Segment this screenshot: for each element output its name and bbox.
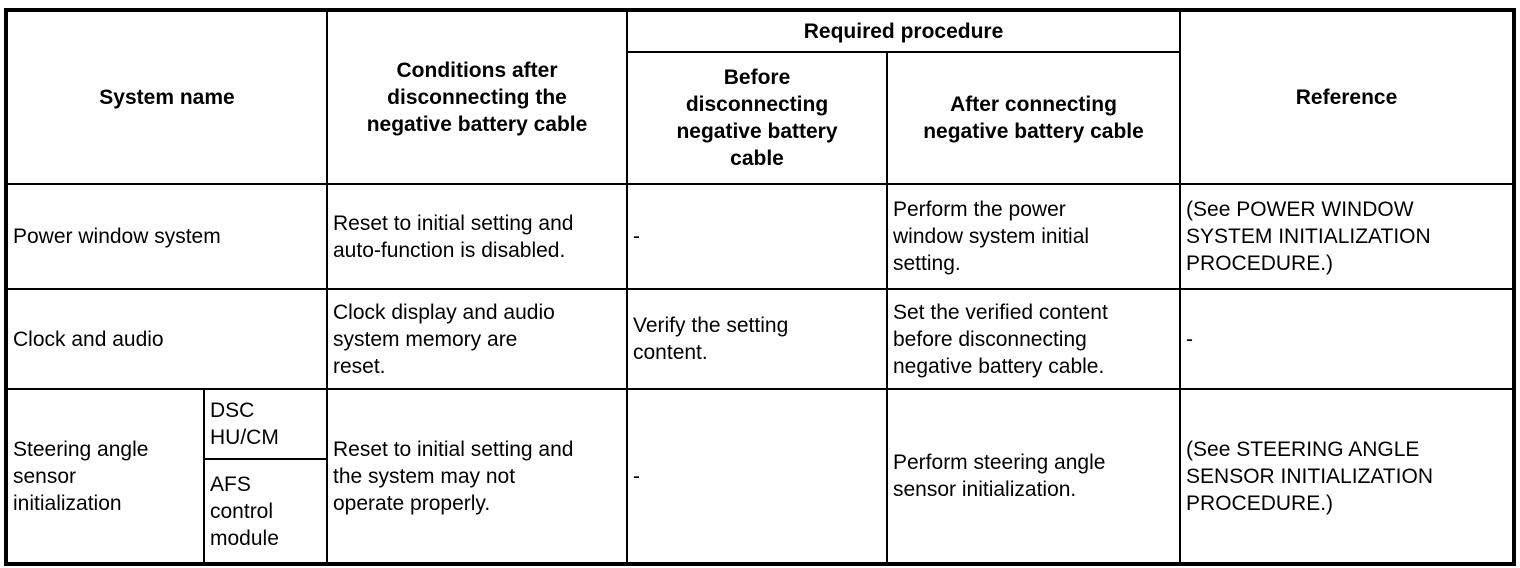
table-row-steering-afs: AFS control module [6,458,1514,565]
cell-after-clock-audio: Set the verified content before disconne… [885,288,1182,390]
cell-conditions-steering-angle: Reset to initial setting and the system … [326,388,628,565]
cell-system-clock-audio: Clock and audio [5,288,328,390]
cell-conditions-power-window: Reset to initial setting and auto-functi… [326,183,628,290]
cell-system-power-window: Power window system [5,183,328,290]
header-required-procedure: Required procedure [625,9,1182,53]
battery-disconnect-procedure-table: System name Conditions after disconnecti… [4,8,1517,566]
cell-after-steering-angle: Perform steering angle sensor initializa… [885,388,1182,565]
cell-system-steering-angle: Steering angle sensor initialization [5,388,205,565]
header-before-disconnecting: Before disconnecting negative battery ca… [626,51,888,185]
cell-reference-clock-audio: - [1179,288,1516,390]
cell-subsystem-dsc-hucm: DSC HU/CM [203,388,328,460]
header-row-sub: Before disconnecting negative battery ca… [6,51,1514,185]
header-after-connecting: After connecting negative battery cable [885,51,1182,185]
cell-before-steering-angle: - [626,388,888,565]
header-system-name: System name [5,9,328,185]
header-reference: Reference [1179,9,1516,185]
cell-reference-steering-angle: (See STEERING ANGLE SENSOR INITIALIZATIO… [1179,388,1516,565]
table-row-steering-dsc: Steering angle sensor initialization DSC… [5,388,1516,565]
header-conditions: Conditions after disconnecting the negat… [326,9,628,185]
cell-reference-power-window: (See POWER WINDOW SYSTEM INITIALIZATION … [1179,183,1516,290]
table-row-power-window: Power window system Reset to initial set… [5,183,1516,290]
cell-after-power-window: Perform the power window system initial … [885,183,1182,290]
header-row-top: System name Conditions after disconnecti… [5,9,1516,185]
cell-before-power-window: - [626,183,888,290]
cell-before-clock-audio: Verify the setting content. [626,288,888,390]
table-row-clock-audio: Clock and audio Clock display and audio … [5,288,1516,390]
cell-subsystem-afs-control-module: AFS control module [203,458,328,565]
cell-conditions-clock-audio: Clock display and audio system memory ar… [326,288,628,390]
